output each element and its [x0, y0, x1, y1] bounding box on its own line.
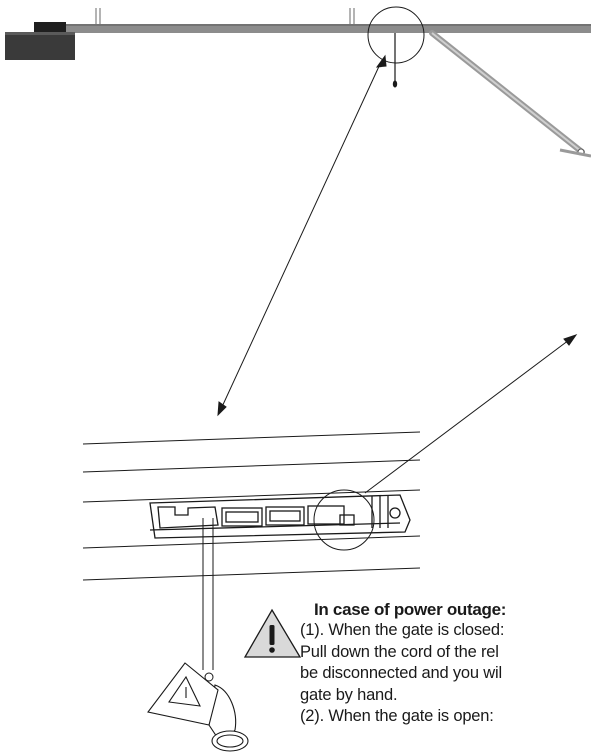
instruction-line: (2). When the gate is open:: [300, 707, 494, 725]
instructions-title: In case of power outage:: [314, 600, 507, 619]
detail-callout-circle-bottom: [313, 489, 375, 551]
rail: [60, 24, 591, 33]
rail-bracket-left: [95, 8, 101, 24]
trolley-carriage: [149, 494, 411, 539]
warning-triangle-icon: [243, 608, 302, 658]
release-cord-top: [392, 33, 398, 88]
instruction-line: gate by hand.: [300, 685, 398, 704]
rail-bracket-right: [349, 8, 355, 24]
power-outage-instructions: In case of power outage: (1). When the g…: [300, 600, 591, 728]
instruction-line: (1). When the gate is closed:: [300, 621, 505, 639]
detail-callout-circle-top: [367, 6, 425, 64]
instruction-line: Pull down the cord of the rel: [300, 642, 499, 661]
callout-arrows: [217, 54, 578, 494]
instruction-line: be disconnected and you wil: [300, 664, 502, 682]
warning-triangle-small-icon: [168, 675, 201, 707]
rail-detail: [82, 431, 421, 581]
release-cord-detail: [202, 518, 214, 682]
motor-unit: [5, 22, 75, 60]
release-handle: [147, 662, 249, 752]
door-arm: [429, 30, 591, 158]
opener-overview: [5, 6, 591, 158]
